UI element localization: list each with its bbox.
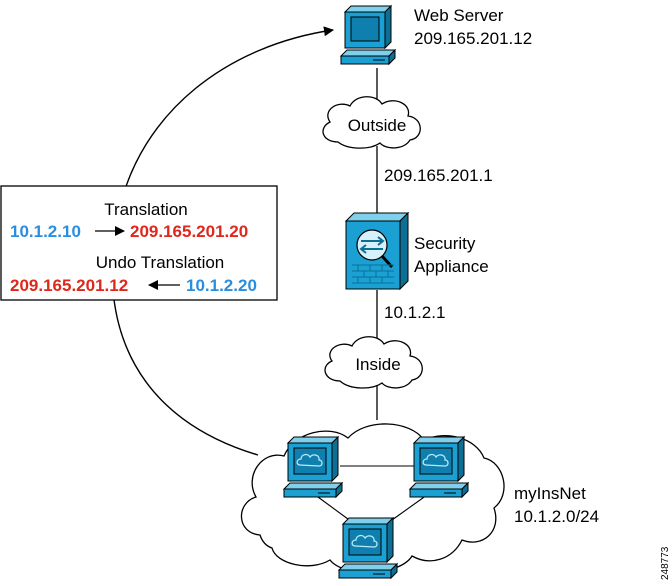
host-pc-right-icon [409, 436, 469, 498]
link-pc1-pc3 [317, 496, 353, 523]
inside-cloud-label: Inside [355, 355, 400, 374]
web-server-ip: 209.165.201.12 [414, 29, 532, 48]
inside-interface-ip: 10.1.2.1 [384, 303, 445, 322]
outside-interface-ip: 209.165.201.1 [384, 166, 493, 185]
network-name-label: myInsNet [514, 484, 586, 503]
undo-from-ip: 209.165.201.12 [10, 276, 128, 295]
outside-cloud-label: Outside [348, 116, 407, 135]
inside-cloud-icon [324, 336, 423, 389]
translation-title: Translation [104, 200, 187, 219]
host-pc-left-icon [283, 436, 343, 498]
figure-id: 248773 [660, 546, 671, 580]
outside-cloud-icon [322, 96, 421, 149]
security-appliance-icon [344, 211, 410, 291]
translation-to-ip: 209.165.201.20 [130, 222, 248, 241]
host-pc-bottom-icon [338, 517, 398, 579]
web-server-icon [339, 4, 397, 66]
translation-from-ip: 10.1.2.10 [10, 222, 81, 241]
security-appliance-label-line2: Appliance [414, 257, 489, 276]
network-subnet-label: 10.1.2.0/24 [514, 507, 599, 526]
undo-to-ip: 10.1.2.20 [186, 276, 257, 295]
translation-box: Translation 10.1.2.10 209.165.201.20 Und… [0, 185, 278, 301]
undo-translation-title: Undo Translation [96, 253, 225, 272]
security-appliance-label-line1: Security [414, 234, 476, 253]
web-server-label: Web Server [414, 6, 504, 25]
